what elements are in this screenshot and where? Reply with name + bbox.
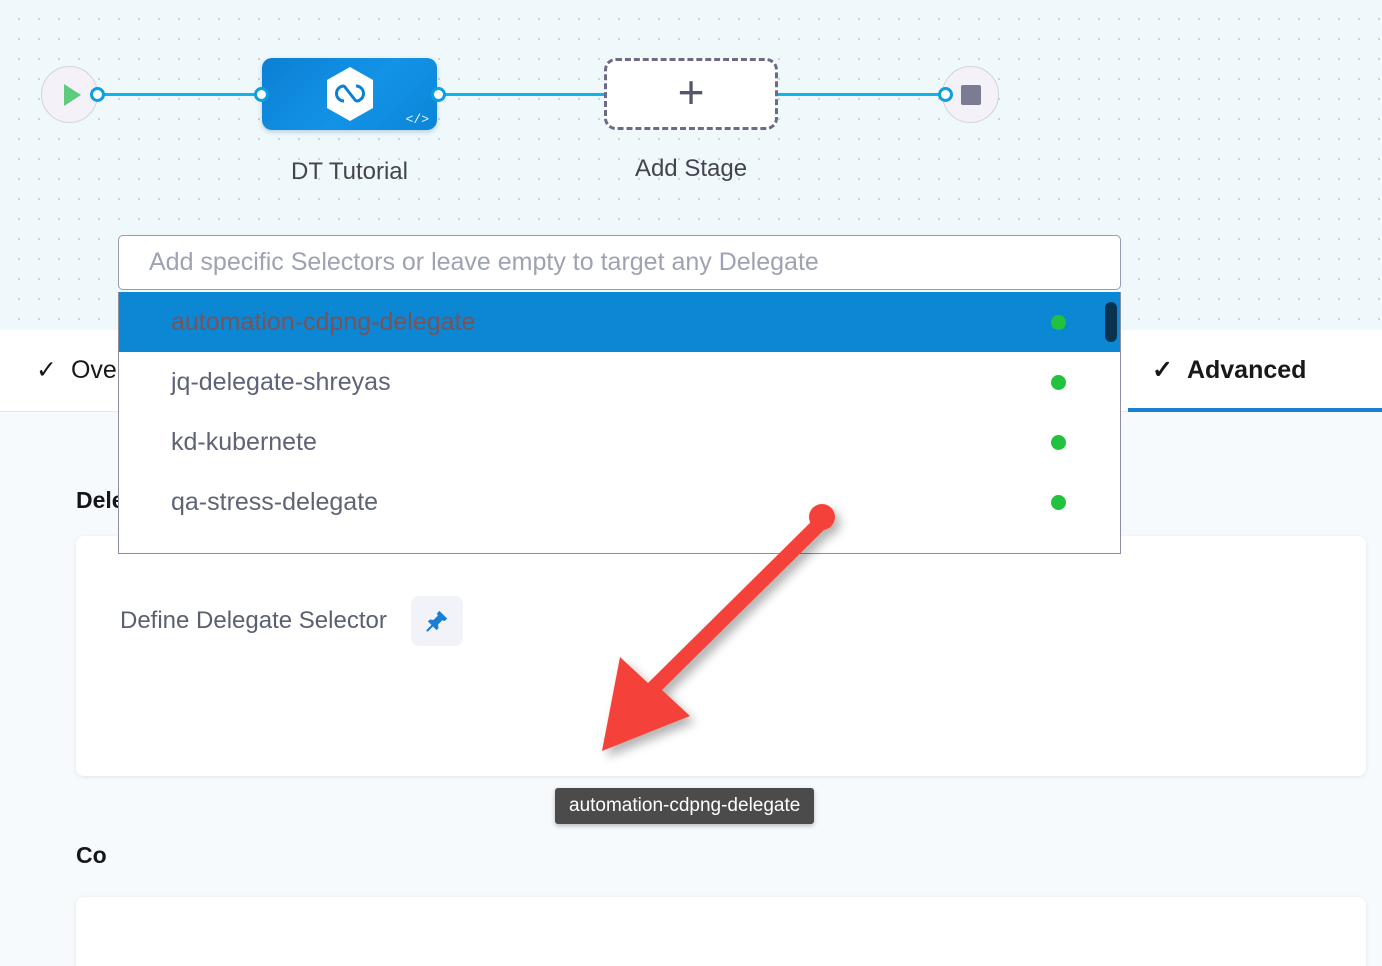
dropdown-scrollbar-thumb[interactable]: [1105, 302, 1117, 342]
delegate-status-dot: [1051, 434, 1066, 450]
delegate-status-dot: [1051, 374, 1066, 390]
dropdown-option-label: jq-delegate-shreyas: [171, 367, 391, 396]
pin-button[interactable]: [410, 596, 463, 646]
delegate-selector-dropdown[interactable]: automation-cdpng-delegate jq-delegate-sh…: [118, 292, 1121, 554]
dropdown-option-qa-stress-delegate[interactable]: qa-stress-delegate: [119, 472, 1120, 532]
dropdown-option-jq-delegate-shreyas[interactable]: jq-delegate-shreyas: [119, 352, 1120, 412]
check-icon: ✓: [1152, 356, 1173, 384]
edge-start-to-stage: [96, 93, 268, 96]
delegate-selector-input-placeholder: Add specific Selectors or leave empty to…: [149, 248, 819, 276]
end-input-port[interactable]: [938, 87, 953, 102]
add-stage-button[interactable]: +: [604, 58, 778, 130]
stage-input-port[interactable]: [254, 87, 269, 102]
conditional-execution-card: [76, 897, 1366, 966]
start-output-port[interactable]: [90, 87, 105, 102]
delegate-name-tooltip: automation-cdpng-delegate: [555, 788, 815, 824]
code-brackets-icon: </>: [405, 112, 429, 127]
harness-hexagon-icon: [326, 67, 373, 121]
dropdown-option-kd-kubernete[interactable]: kd-kubernete: [119, 412, 1120, 472]
define-delegate-selector-row: Define Delegate Selector: [120, 596, 463, 646]
conditional-execution-heading: Co: [76, 842, 107, 868]
pin-icon: [426, 610, 448, 632]
tab-advanced[interactable]: ✓ Advanced: [1128, 330, 1382, 412]
plus-icon: +: [677, 66, 705, 118]
stage-output-port[interactable]: [431, 87, 446, 102]
active-tab-indicator: [1128, 408, 1382, 412]
define-delegate-selector-label: Define Delegate Selector: [120, 607, 387, 634]
dropdown-option-automation-cdpng-delegate[interactable]: automation-cdpng-delegate: [119, 292, 1120, 352]
check-icon: ✓: [36, 356, 57, 384]
play-icon: [63, 83, 81, 106]
dropdown-option-label: kd-kubernete: [171, 427, 317, 456]
stop-icon: [960, 84, 981, 105]
delegate-status-dot: [1051, 494, 1066, 510]
delegate-status-dot: [1051, 314, 1066, 330]
add-stage-label: Add Stage: [634, 155, 748, 182]
tab-advanced-label: Advanced: [1186, 356, 1307, 384]
dropdown-option-label: qa-stress-delegate: [171, 487, 379, 516]
delegate-selector-card: Define Delegate Selector: [76, 536, 1366, 776]
dropdown-option-label: automation-cdpng-delegate: [171, 307, 476, 336]
stage-node-label: DT Tutorial: [291, 158, 408, 185]
delegate-selector-input-wrapper[interactable]: Add specific Selectors or leave empty to…: [118, 235, 1121, 290]
pipeline-canvas[interactable]: </> DT Tutorial + Add Stage: [0, 0, 1382, 330]
stage-node-dt-tutorial[interactable]: </>: [262, 58, 437, 130]
